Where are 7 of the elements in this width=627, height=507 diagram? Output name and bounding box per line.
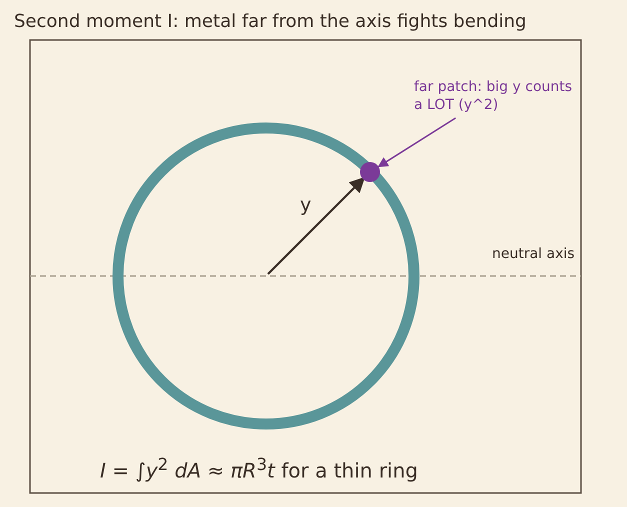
leader-line (378, 117, 456, 168)
diagram-title: Second moment I: metal far from the axis fights bending (14, 11, 526, 32)
dimension-label: y (300, 194, 312, 216)
annotation-text: far patch: big y counts a LOT (y^2) (414, 78, 574, 114)
patch-dot (360, 162, 380, 182)
axis-label: neutral axis (492, 246, 575, 262)
formula-text: I = ∫y$^{2}$ dA ≈ πR$^{3}$t for a thin ring (100, 455, 418, 483)
